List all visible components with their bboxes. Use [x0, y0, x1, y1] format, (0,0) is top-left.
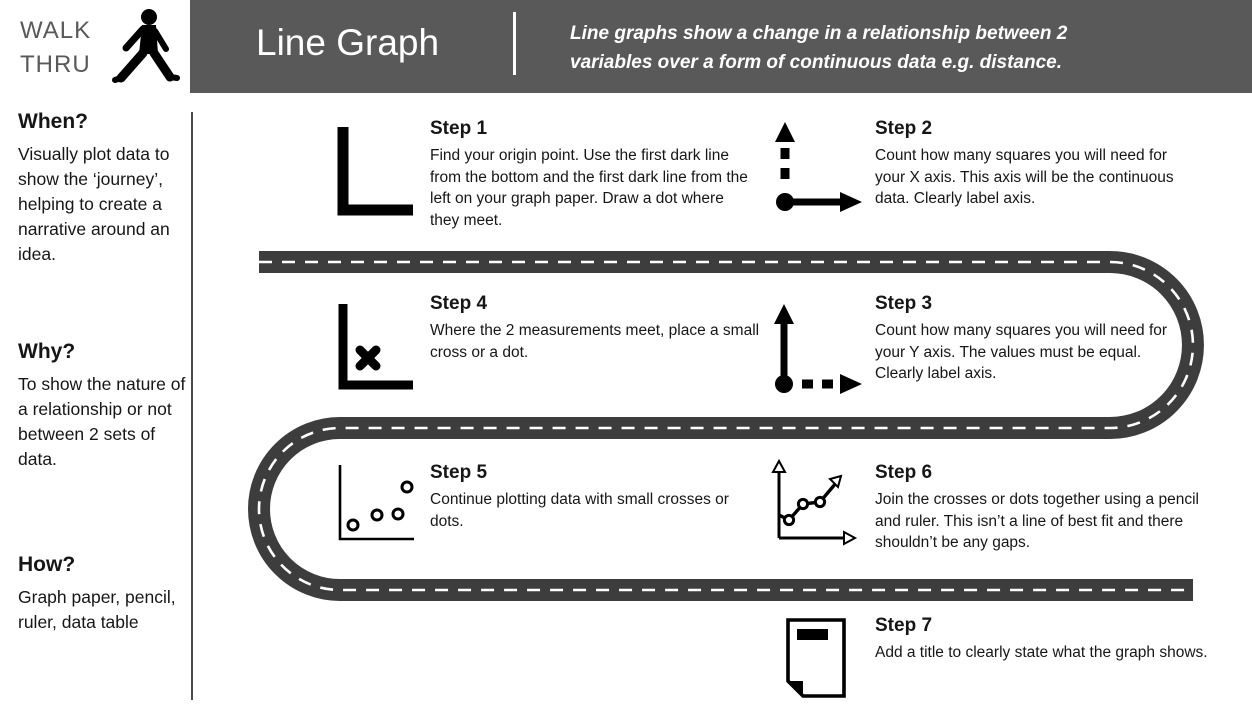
- sidebar-section-when: When? Visually plot data to show the ‘jo…: [18, 110, 186, 267]
- step-7-label: Step 7: [875, 615, 933, 636]
- step-2: Step 2 Count how many squares you will n…: [875, 118, 1175, 210]
- step-5: Step 5 Continue plotting data with small…: [430, 462, 760, 532]
- step-6: Step 6 Join the crosses or dots together…: [875, 462, 1215, 554]
- step-3-label: Step 3: [875, 293, 933, 314]
- sidebar-heading-how: How?: [18, 553, 76, 576]
- logo-line-2: THRU: [20, 51, 91, 78]
- step-6-label: Step 6: [875, 462, 933, 483]
- step-7: Step 7 Add a title to clearly state what…: [875, 615, 1220, 664]
- step-4-label: Step 4: [430, 293, 488, 314]
- step-3: Step 3 Count how many squares you will n…: [875, 293, 1185, 385]
- sidebar-section-how: How? Graph paper, pencil, ruler, data ta…: [18, 553, 186, 635]
- step-4-text: Where the 2 measurements meet, place a s…: [430, 322, 760, 361]
- step-3-text: Count how many squares you will need for…: [875, 322, 1168, 382]
- step-6-text: Join the crosses or dots together using …: [875, 491, 1199, 551]
- scatter-dots-icon: [338, 465, 414, 541]
- titled-page-icon: [786, 618, 846, 698]
- sidebar-divider: [191, 112, 193, 700]
- sidebar-body-when: Visually plot data to show the ‘journey’…: [18, 144, 170, 264]
- axes-with-cross-icon: [338, 304, 413, 390]
- step-4: Step 4 Where the 2 measurements meet, pl…: [430, 293, 770, 363]
- header-bar: [190, 0, 1252, 93]
- axes-corner-icon: [337, 127, 413, 216]
- step-5-label: Step 5: [430, 462, 488, 483]
- step-2-text: Count how many squares you will need for…: [875, 147, 1174, 207]
- step-5-text: Continue plotting data with small crosse…: [430, 491, 729, 530]
- step-7-text: Add a title to clearly state what the gr…: [875, 644, 1208, 661]
- sidebar-heading-when: When?: [18, 110, 88, 133]
- header-description: Line graphs show a change in a relations…: [570, 23, 1068, 73]
- header-separator: [513, 12, 516, 75]
- x-axis-arrow-icon: [775, 122, 862, 212]
- sidebar-body-why: To show the nature of a relationship or …: [18, 374, 186, 469]
- step-1-text: Find your origin point. Use the first da…: [430, 147, 748, 229]
- step-2-label: Step 2: [875, 118, 933, 139]
- line-graph-icon: [771, 458, 858, 546]
- walking-person-icon: [112, 9, 180, 83]
- sidebar-heading-why: Why?: [18, 340, 76, 363]
- sidebar-section-why: Why? To show the nature of a relationshi…: [18, 340, 186, 472]
- logo-walk-thru: WALK THRU: [20, 14, 91, 82]
- sidebar-body-how: Graph paper, pencil, ruler, data table: [18, 587, 176, 632]
- step-1: Step 1 Find your origin point. Use the f…: [430, 118, 752, 231]
- y-axis-arrow-icon: [774, 304, 862, 394]
- page-title: Line Graph: [256, 22, 440, 63]
- step-1-label: Step 1: [430, 118, 488, 139]
- logo-line-1: WALK: [20, 17, 92, 44]
